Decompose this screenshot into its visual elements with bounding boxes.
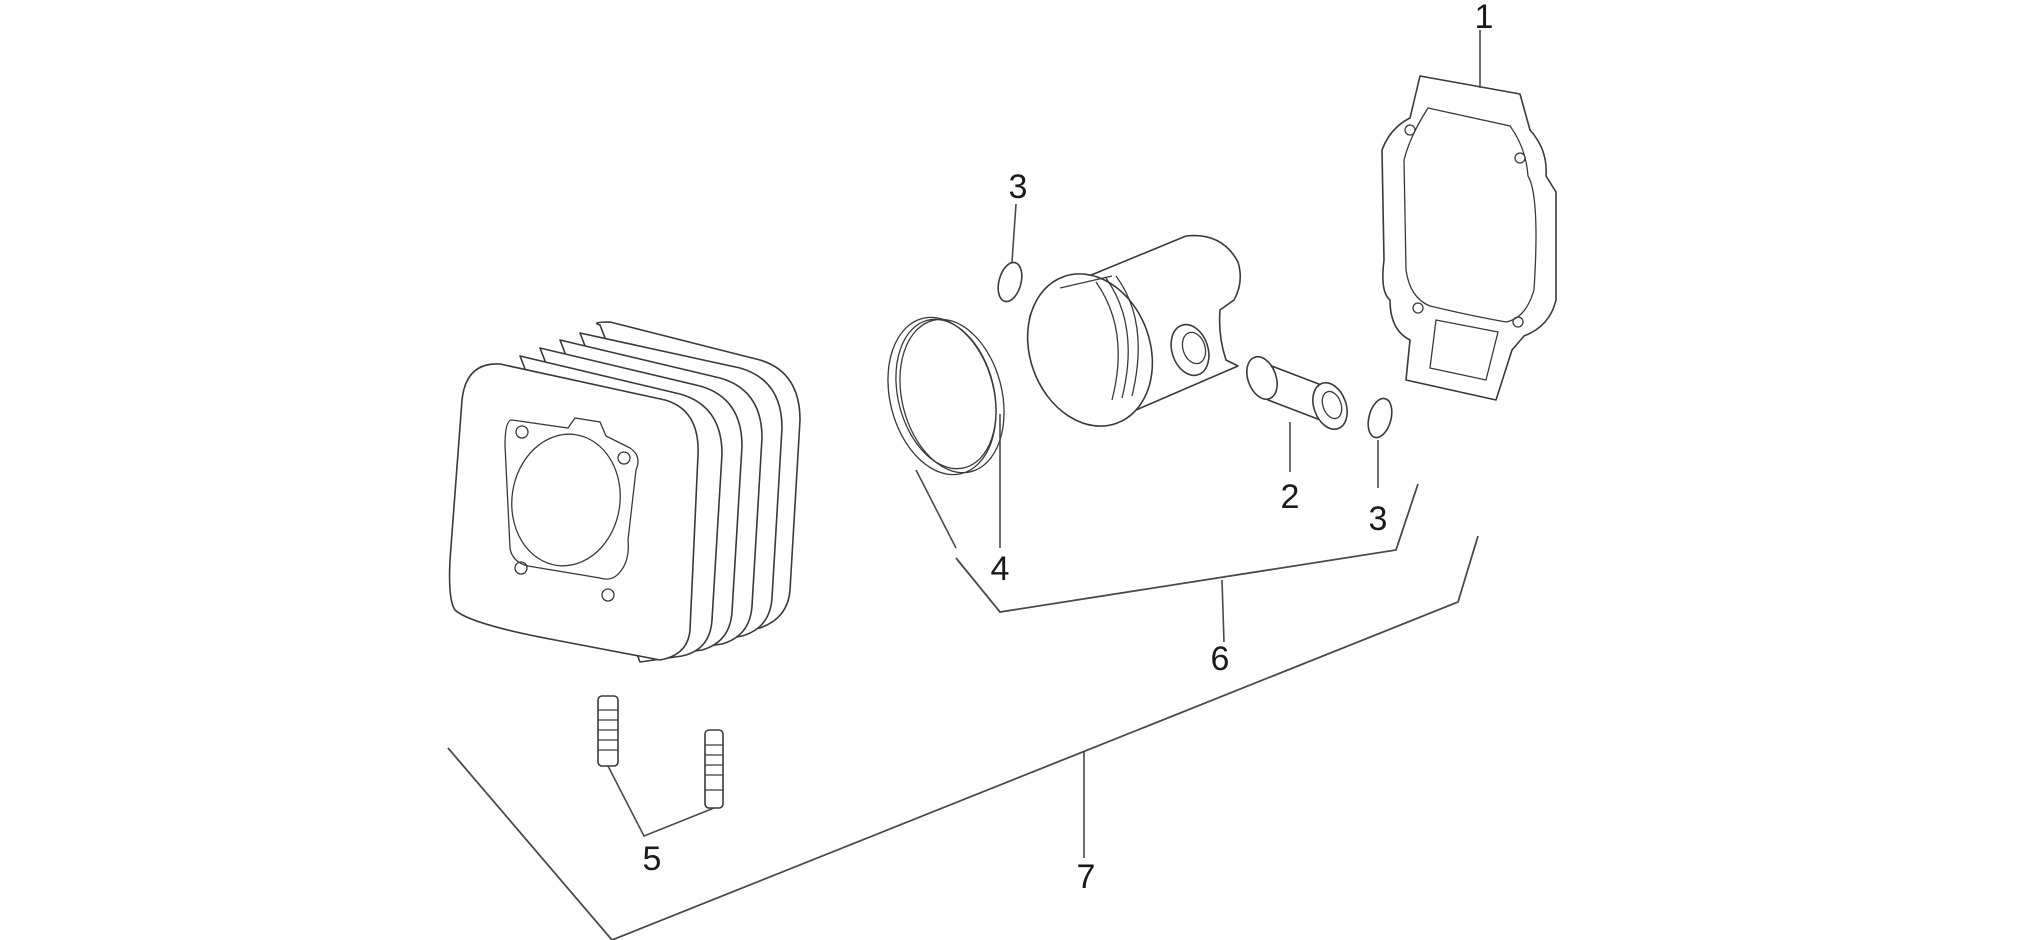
bracket-group-7 <box>447 535 1479 940</box>
bracket-group-6 <box>955 483 1419 613</box>
callout-1: 1 <box>1475 0 1494 36</box>
leader-5 <box>607 765 715 838</box>
callout-3a: 3 <box>1009 168 1028 206</box>
dowel-studs-illustration <box>597 695 724 809</box>
piston-illustration <box>1026 234 1242 427</box>
leader-4 <box>915 469 957 549</box>
cylinder-front-face <box>448 363 699 661</box>
cylinder-illustration <box>448 321 801 663</box>
circlip-right-illustration <box>1367 397 1393 439</box>
callout-2: 2 <box>1281 478 1300 516</box>
piston-rings-illustration <box>887 316 1005 476</box>
circlip-left-illustration <box>997 261 1023 303</box>
leader-6 <box>1221 579 1225 643</box>
callout-4: 4 <box>991 550 1010 588</box>
leader-3a <box>1011 203 1017 263</box>
cylinder-base-gasket-illustration <box>1381 75 1557 401</box>
callout-6: 6 <box>1211 640 1230 678</box>
piston-pin-illustration <box>1246 355 1348 431</box>
callout-7: 7 <box>1077 858 1096 896</box>
callout-5: 5 <box>643 840 662 878</box>
callout-3b: 3 <box>1369 500 1388 538</box>
